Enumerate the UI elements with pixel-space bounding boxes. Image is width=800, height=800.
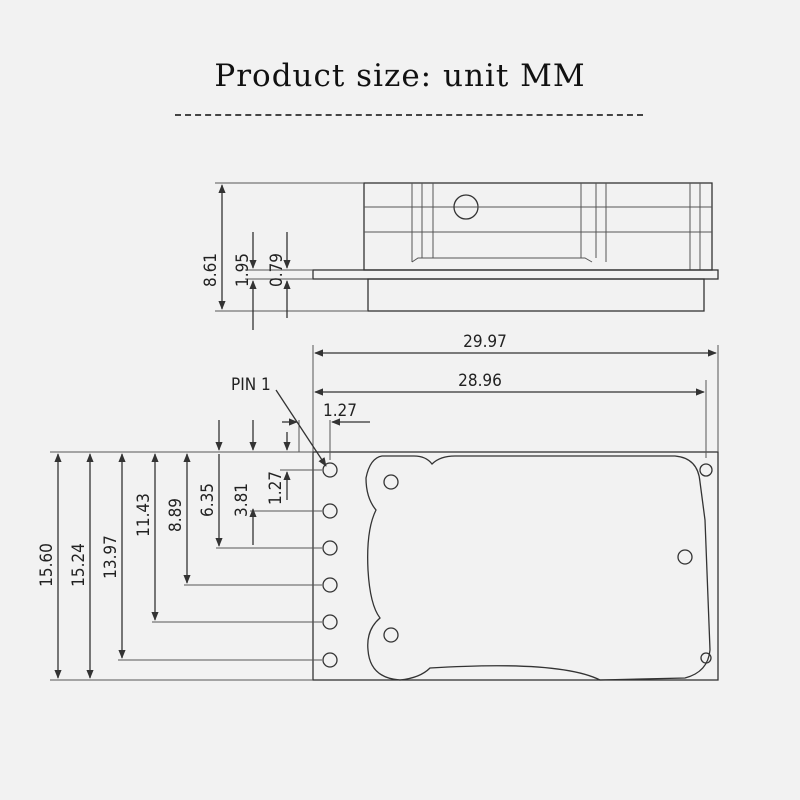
dim-height-mid: 1.95 bbox=[233, 253, 253, 287]
page-title: Product size: unit MM bbox=[214, 58, 586, 94]
dim-pin-offset-3: 6.35 bbox=[198, 483, 218, 517]
side-board bbox=[312, 269, 719, 280]
module-outline bbox=[365, 455, 711, 681]
pin-4 bbox=[322, 577, 338, 593]
pin-1 bbox=[322, 462, 338, 478]
dim-pin-offset-8: 15.60 bbox=[37, 543, 57, 587]
dim-pin-pitch: 1.27 bbox=[323, 401, 357, 421]
dim-pin-offset-1: 1.27 bbox=[266, 471, 286, 505]
dim-pin-offset-7: 15.24 bbox=[69, 543, 89, 587]
dim-pin-offset-5: 11.43 bbox=[134, 493, 154, 537]
faded-watermark-text bbox=[304, 680, 544, 692]
pin-2 bbox=[322, 503, 338, 519]
dim-height-small: 0.79 bbox=[267, 253, 287, 287]
side-base bbox=[367, 278, 705, 312]
pin-3 bbox=[322, 540, 338, 556]
pin-6 bbox=[322, 652, 338, 668]
pin-1-label: PIN 1 bbox=[231, 375, 271, 395]
board-outline bbox=[312, 451, 719, 681]
mount-hole-1 bbox=[383, 474, 399, 490]
pin-5 bbox=[322, 614, 338, 630]
title-underline bbox=[175, 114, 643, 116]
mount-hole-2 bbox=[383, 627, 399, 643]
dim-width-pins: 28.96 bbox=[458, 371, 502, 391]
dim-pin-offset-2: 3.81 bbox=[232, 483, 252, 517]
top-view bbox=[50, 345, 719, 681]
mount-hole-5 bbox=[700, 652, 712, 664]
dim-width-total: 29.97 bbox=[463, 332, 507, 352]
mount-hole-3 bbox=[677, 549, 693, 565]
dim-pin-offset-6: 13.97 bbox=[101, 535, 121, 579]
side-body bbox=[363, 182, 713, 271]
dim-height-total: 8.61 bbox=[201, 253, 221, 287]
side-view bbox=[215, 182, 719, 330]
mount-hole-4 bbox=[699, 463, 713, 477]
dim-pin-offset-4: 8.89 bbox=[166, 498, 186, 532]
